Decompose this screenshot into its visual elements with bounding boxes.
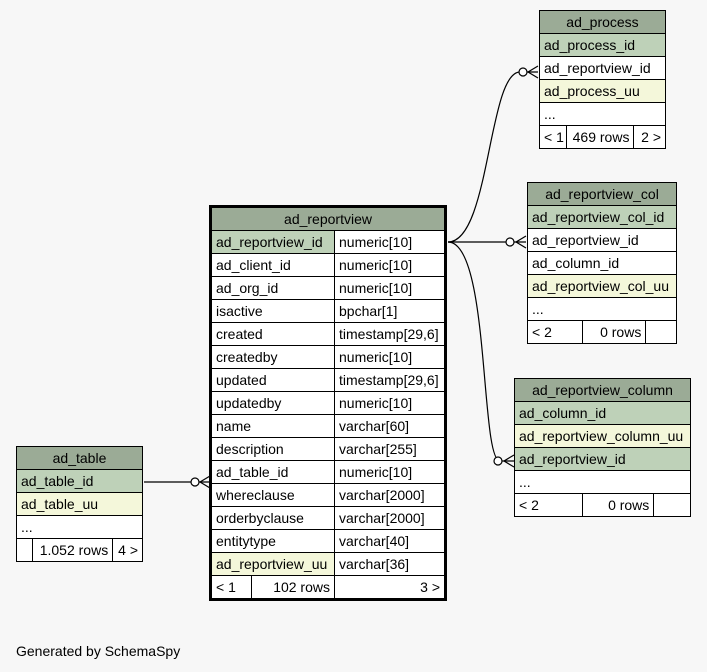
optional-circle-icon <box>493 456 503 466</box>
column-name: entitytype <box>210 529 335 553</box>
column-type: timestamp[29,6] <box>334 322 446 346</box>
column-type: numeric[10] <box>334 230 446 254</box>
column-name: ad_process_id <box>539 33 666 57</box>
column-name: ad_reportview_id <box>210 230 335 254</box>
column-type: numeric[10] <box>334 460 446 484</box>
column-type: timestamp[29,6] <box>334 368 446 392</box>
column-name: ad_reportview_id <box>539 56 666 80</box>
next-page <box>653 493 691 517</box>
column-name: ad_table_id <box>16 469 143 493</box>
column-name: orderbyclause <box>210 506 335 530</box>
column-type: varchar[255] <box>334 437 446 461</box>
column-type: varchar[2000] <box>334 483 446 507</box>
column-type: varchar[60] <box>334 414 446 438</box>
crowfoot-icon <box>526 65 539 79</box>
column-name: ad_reportview_col_id <box>527 205 677 229</box>
column-name: createdby <box>210 345 335 369</box>
prev-page <box>15 538 34 562</box>
crowfoot-icon <box>514 235 527 249</box>
column-type: bpchar[1] <box>334 299 446 323</box>
table-ad-reportview-column[interactable]: ad_reportview_column ad_column_id ad_rep… <box>514 378 691 517</box>
next-page: 4 > <box>112 538 143 562</box>
prev-page: < 1 <box>539 125 567 149</box>
row-count: 469 rows <box>565 125 635 149</box>
column-name: ad_org_id <box>210 276 335 300</box>
column-name: updatedby <box>210 391 335 415</box>
column-name: whereclause <box>210 483 335 507</box>
table-ad-process[interactable]: ad_process ad_process_id ad_reportview_i… <box>539 10 666 149</box>
optional-circle-icon <box>505 237 515 247</box>
column-name: ad_reportview_column_uu <box>514 424 691 448</box>
row-count: 1.052 rows <box>32 538 114 562</box>
crowfoot-icon <box>502 454 515 468</box>
column-type: numeric[10] <box>334 391 446 415</box>
row-count: 0 rows <box>581 320 647 344</box>
column-name: ad_reportview_col_uu <box>527 274 677 298</box>
prev-page: < 2 <box>514 493 583 517</box>
table-title[interactable]: ad_reportview_col <box>527 182 677 206</box>
optional-circle-icon <box>190 477 200 487</box>
column-type: varchar[36] <box>334 552 446 576</box>
column-ellipsis: ... <box>539 102 666 126</box>
prev-page: < 1 <box>210 575 252 600</box>
next-page <box>645 320 677 344</box>
column-ellipsis: ... <box>16 515 143 539</box>
column-name: updated <box>210 368 335 392</box>
column-name: ad_process_uu <box>539 79 666 103</box>
column-name: ad_column_id <box>514 401 691 425</box>
next-page: 2 > <box>633 125 666 149</box>
link-ad-process <box>447 71 538 243</box>
prev-page: < 2 <box>527 320 583 344</box>
column-name: created <box>210 322 335 346</box>
column-name: ad_reportview_id <box>514 447 691 471</box>
column-name: ad_table_id <box>210 460 335 484</box>
generated-by-label: Generated by SchemaSpy <box>16 643 181 659</box>
column-name: ad_reportview_uu <box>210 552 335 576</box>
column-ellipsis: ... <box>527 297 677 321</box>
column-name: ad_column_id <box>527 251 677 275</box>
column-name: description <box>210 437 335 461</box>
column-type: numeric[10] <box>334 276 446 300</box>
column-name: ad_client_id <box>210 253 335 277</box>
column-type: varchar[40] <box>334 529 446 553</box>
column-name: isactive <box>210 299 335 323</box>
link-ad-reportview-column <box>447 241 514 462</box>
table-title[interactable]: ad_reportview_column <box>514 378 691 402</box>
column-name: ad_reportview_id <box>527 228 677 252</box>
table-title[interactable]: ad_table <box>16 446 143 470</box>
table-title[interactable]: ad_process <box>539 10 666 34</box>
optional-circle-icon <box>518 67 528 77</box>
row-count: 0 rows <box>581 493 655 517</box>
table-ad-table[interactable]: ad_table ad_table_id ad_table_uu ... 1.0… <box>15 446 143 562</box>
column-type: varchar[2000] <box>334 506 446 530</box>
next-page: 3 > <box>334 575 446 600</box>
column-type: numeric[10] <box>334 345 446 369</box>
column-ellipsis: ... <box>514 470 691 494</box>
row-count: 102 rows <box>251 575 335 600</box>
column-type: numeric[10] <box>334 253 446 277</box>
table-title[interactable]: ad_reportview <box>210 206 446 231</box>
crowfoot-icon <box>198 475 211 489</box>
table-ad-reportview-col[interactable]: ad_reportview_col ad_reportview_col_id a… <box>527 182 677 344</box>
column-name: ad_table_uu <box>16 492 143 516</box>
column-name: name <box>210 414 335 438</box>
